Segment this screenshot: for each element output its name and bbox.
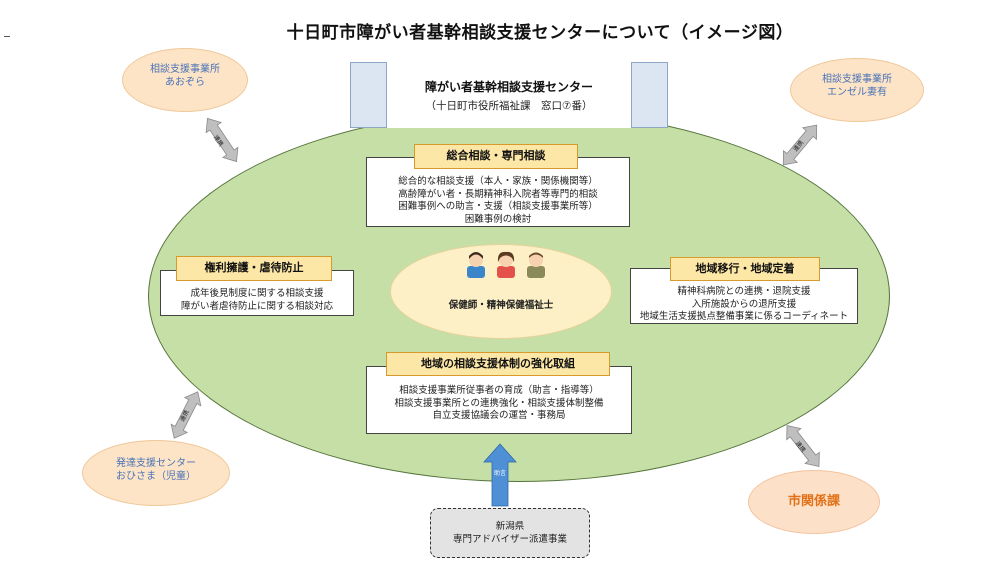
- staff-person-icon: [467, 252, 485, 278]
- city-label: 市関係課: [787, 494, 840, 509]
- general-line: 高齢障がい者・長期精神科入院者等専門的相談: [398, 188, 598, 200]
- regional-support-panel: 相談支援事業所従事者の育成（助言・指導等） 相談支援事業所との連携強化・相談支援…: [366, 366, 632, 434]
- transition-line: 入所施設からの退所支援: [691, 298, 797, 310]
- community-transition-tag: 地域移行・地域定着: [670, 257, 820, 281]
- link-label-city: 連携: [793, 440, 807, 455]
- link-label-angel: 連携: [792, 139, 806, 153]
- link-label-aozora: 連携: [211, 134, 225, 148]
- regional-support-tag: 地域の相談支援体制の強化取組: [386, 352, 610, 376]
- angel-tsumari-office: 相談支援事業所 エンゼル妻有: [790, 58, 924, 122]
- aozora-line2: あおぞら: [165, 77, 205, 88]
- angel-line1: 相談支援事業所: [822, 74, 892, 85]
- rights-protection-tag: 権利擁護・虐待防止: [176, 256, 332, 281]
- center-name: 障がい者基幹相談支援センター: [424, 80, 593, 94]
- transition-line: 精神科病院との連携・退院支援: [677, 286, 811, 297]
- ohisama-line2: おひさま（児童）: [116, 471, 196, 482]
- center-header: 障がい者基幹相談支援センター （十日町市役所福祉課 窓口⑦番）: [386, 62, 632, 128]
- staff-person-icon: [497, 251, 515, 278]
- page-title: 十日町市障がい者基幹相談支援センターについて（イメージ図）: [286, 23, 794, 43]
- general-line: 困難事例への助言・支援（相談支援事業所等）: [398, 201, 598, 212]
- corner-mark: [4, 36, 10, 37]
- rights-line: 成年後見制度に関する相談支援: [190, 288, 324, 299]
- advice-label: 助言: [494, 470, 507, 477]
- advisor-line2: 専門アドバイザー派遣事業: [452, 534, 567, 545]
- regional-line: 相談支援事業所従事者の育成（助言・指導等）: [399, 385, 599, 396]
- aozora-line1: 相談支援事業所: [150, 64, 220, 75]
- center-location: （十日町市役所福祉課 窓口⑦番）: [425, 100, 593, 112]
- staff-label: 保健師・精神保健福祉士: [448, 300, 554, 311]
- aozora-office: 相談支援事業所 あおぞら: [122, 48, 248, 112]
- regional-line: 自立支援協議会の運営・事務局: [432, 410, 566, 421]
- link-label-ohisama: 連携: [179, 409, 191, 423]
- ohisama-center: 発達支援センター おひさま（児童）: [82, 440, 230, 506]
- regional-line: 相談支援事業所との連携強化・相談支援体制整備: [394, 397, 604, 409]
- general-line: 困難事例の検討: [464, 213, 532, 225]
- general-line: 総合的な相談支援（本人・家族・関係機関等）: [398, 176, 598, 187]
- angel-line2: エンゼル妻有: [827, 87, 887, 98]
- advisor-line1: 新潟県: [495, 521, 525, 532]
- city-departments: 市関係課: [748, 470, 880, 534]
- rights-line: 障がい者虐待防止に関する相談対応: [180, 300, 333, 312]
- general-consultation-tag: 総合相談・専門相談: [414, 144, 578, 169]
- prefecture-advisor-box: 新潟県 専門アドバイザー派遣事業: [430, 508, 590, 558]
- transition-line: 地域生活支援拠点整備事業に係るコーディネート: [639, 311, 849, 322]
- staff-oval: 保健師・精神保健福祉士: [390, 244, 612, 339]
- staff-person-icon: [527, 252, 545, 278]
- ohisama-line1: 発達支援センター: [116, 458, 196, 469]
